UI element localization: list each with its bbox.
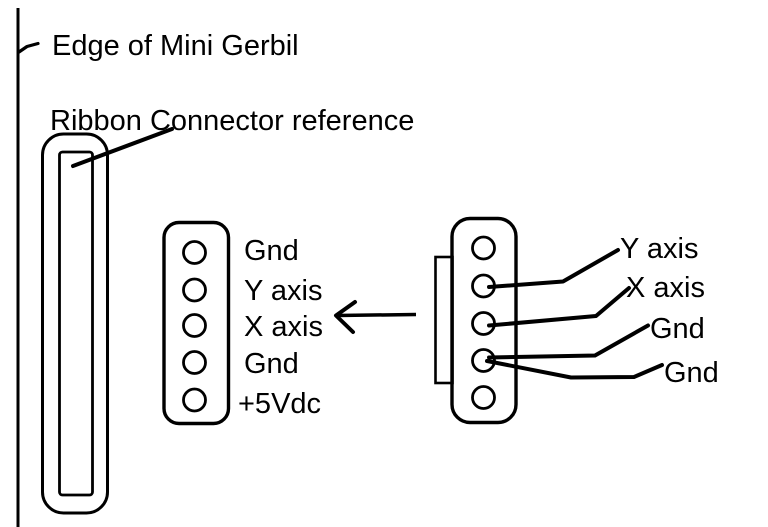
ribbon-connector-slot xyxy=(58,150,94,497)
board-pin-label-1: Gnd xyxy=(244,235,299,267)
wire-leader-gnd-2 xyxy=(485,359,664,380)
board-header-pin-4 xyxy=(182,350,207,375)
cable-plug-body xyxy=(450,216,518,425)
board-header-pin-2 xyxy=(182,277,207,303)
cable-plug-pin-5 xyxy=(471,385,496,410)
wire-leader-gnd-1 xyxy=(487,323,650,360)
wire-leader-x-axis xyxy=(487,286,631,328)
mating-arrow-head xyxy=(334,300,357,334)
board-pin-label-4: Gnd xyxy=(244,348,299,380)
board-pin-label-3: X axis xyxy=(244,311,323,343)
board-header-pin-1 xyxy=(182,240,207,265)
wire-label-gnd-1: Gnd xyxy=(650,313,705,345)
wire-label-y-axis: Y axis xyxy=(620,233,698,265)
board-pin-label-2: Y axis xyxy=(244,275,322,307)
board-header-pin-3 xyxy=(182,313,207,338)
ribbon-connector-label: Ribbon Connector reference xyxy=(50,105,414,137)
board-header-body xyxy=(162,220,231,426)
wire-label-gnd-2: Gnd xyxy=(664,357,719,389)
board-pin-label-5: +5Vdc xyxy=(238,388,321,420)
ribbon-connector-outline xyxy=(41,132,109,515)
wire-leader-y-axis xyxy=(487,248,620,289)
edge-tick-mark xyxy=(17,41,40,54)
mating-arrow-shaft xyxy=(336,312,417,318)
cable-plug-tab xyxy=(434,255,454,385)
board-header-pin-5 xyxy=(182,387,207,413)
ribbon-leader-line xyxy=(71,127,174,168)
wire-label-x-axis: X axis xyxy=(626,272,705,304)
cable-plug-pin-1 xyxy=(471,235,496,261)
edge-label: Edge of Mini Gerbil xyxy=(52,30,299,62)
